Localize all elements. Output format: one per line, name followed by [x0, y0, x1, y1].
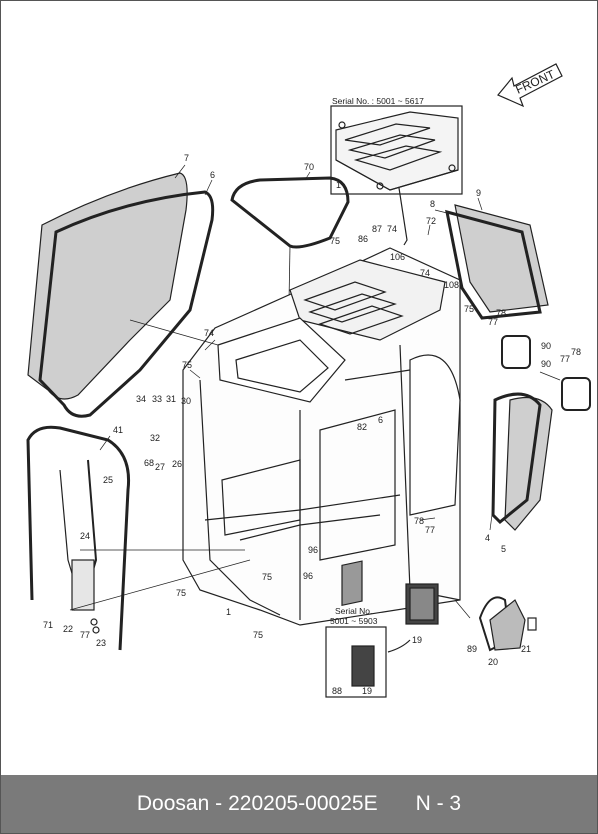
callout-96: 96: [308, 545, 318, 555]
callout-24: 24: [80, 531, 90, 541]
small-window-90-lower: [561, 377, 591, 411]
callout-21: 21: [521, 644, 531, 654]
callout-22: 22: [63, 624, 73, 634]
callout-78b: 78: [571, 347, 581, 357]
wiper-assembly: [59, 459, 100, 634]
callout-96b: 96: [303, 571, 313, 581]
callout-106: 106: [390, 252, 405, 262]
inset-filter-serial: Serial No. 5001 ~ 5903 88 19: [325, 560, 411, 698]
callout-75f: 75: [253, 630, 263, 640]
filter-19: [405, 583, 439, 625]
footer-page: N - 3: [415, 792, 462, 815]
callout-32: 32: [150, 433, 160, 443]
callout-7: 7: [184, 153, 189, 163]
callout-70: 70: [304, 162, 314, 172]
side-glass-7-6: [27, 172, 215, 418]
callout-86: 86: [358, 234, 368, 244]
footer-code: 220205-00025E: [228, 792, 378, 815]
callout-71: 71: [43, 620, 53, 630]
callout-90b: 90: [541, 359, 551, 369]
callout-108: 108: [444, 280, 459, 290]
callout-27: 27: [155, 462, 165, 472]
cab-frame: [182, 247, 461, 626]
side-glass-8-9: [445, 204, 549, 320]
callout-77: 77: [488, 317, 498, 327]
callout-31: 31: [166, 394, 176, 404]
callout-77c: 77: [80, 630, 90, 640]
front-arrow-icon: FRONT: [497, 63, 563, 108]
callout-5: 5: [501, 544, 506, 554]
callout-labels: 7 6 70 8 9 72 75 87 74 86 106 74 108 75 …: [43, 153, 581, 667]
callout-90: 90: [541, 341, 551, 351]
callout-4: 4: [485, 533, 490, 543]
callout-74: 74: [387, 224, 397, 234]
callout-78c: 78: [414, 516, 424, 526]
callout-82: 82: [357, 422, 367, 432]
inset-top-part: 1: [336, 180, 341, 190]
callout-68: 68: [144, 458, 154, 468]
callout-34: 34: [136, 394, 146, 404]
callout-20: 20: [488, 657, 498, 667]
door-seal-41: [26, 425, 131, 651]
callout-25: 25: [103, 475, 113, 485]
callout-8: 8: [430, 199, 435, 209]
inset-roof-serial: Serial No. : 5001 ~ 5617 1: [330, 96, 463, 246]
callout-1: 1: [226, 607, 231, 617]
rear-glass-4-5: [491, 392, 553, 531]
leader-lines: [69, 164, 561, 619]
callout-87: 87: [372, 224, 382, 234]
inset-top-serial: Serial No. : 5001 ~ 5617: [332, 96, 424, 106]
parts-diagram: FRONT Serial No. : 5001 ~ 5617 1: [26, 63, 591, 698]
footer-bar: Doosan - 220205-00025E N - 3: [1, 775, 597, 833]
front-label: FRONT: [513, 67, 557, 97]
callout-75c: 75: [182, 360, 192, 370]
footer-brand: Doosan -: [136, 792, 223, 815]
callout-33: 33: [152, 394, 162, 404]
callout-75: 75: [330, 236, 340, 246]
callout-75b: 75: [464, 304, 474, 314]
cover-20-89: [478, 596, 537, 652]
small-window-90-upper: [501, 335, 531, 369]
callout-26: 26: [172, 459, 182, 469]
callout-30: 30: [181, 396, 191, 406]
callout-74b: 74: [420, 268, 430, 278]
callout-77d: 77: [425, 525, 435, 535]
callout-75e: 75: [176, 588, 186, 598]
callout-6: 6: [210, 170, 215, 180]
callout-6b: 6: [378, 415, 383, 425]
inset-bottom-serial-1: Serial No.: [335, 606, 372, 616]
callout-77b: 77: [560, 354, 570, 364]
callout-19: 19: [412, 635, 422, 645]
inset-bottom-serial-2: 5001 ~ 5903: [330, 616, 378, 626]
callout-23: 23: [96, 638, 106, 648]
callout-72: 72: [426, 216, 436, 226]
callout-89: 89: [467, 644, 477, 654]
callout-9: 9: [476, 188, 481, 198]
inset-part-88: 88: [332, 686, 342, 696]
callout-78: 78: [496, 308, 506, 318]
inset-part-19: 19: [362, 686, 372, 696]
callout-41: 41: [113, 425, 123, 435]
callout-74c: 74: [204, 328, 214, 338]
callout-75d: 75: [262, 572, 272, 582]
